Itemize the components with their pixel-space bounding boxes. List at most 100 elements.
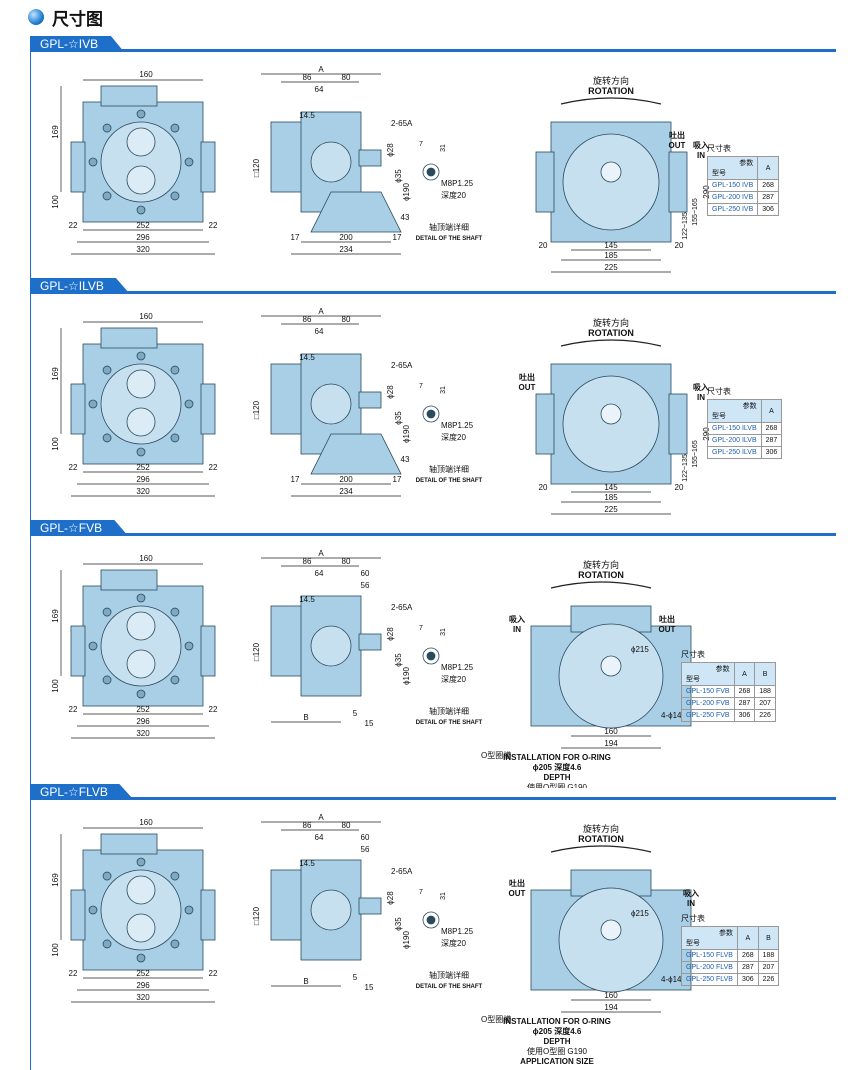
table-model-cell: GPL-250 ILVB	[707, 446, 762, 459]
table-value-cell: 287	[736, 961, 759, 974]
front-top-port	[100, 569, 158, 591]
rear-left-port	[535, 393, 555, 455]
table-model-cell: GPL-200 IVB	[706, 191, 759, 204]
front-left-port	[70, 889, 86, 941]
front-right-port	[200, 141, 216, 193]
shaft-hole	[426, 915, 436, 925]
table-model-cell: GPL-250 IVB	[706, 203, 759, 216]
dimension-label: 64	[315, 833, 324, 842]
table-value-cell: 226	[757, 973, 780, 986]
side-port-circle	[310, 383, 352, 425]
dimension-label: 296	[136, 981, 150, 990]
table-model-cell: GPL-150 IVB	[706, 179, 759, 192]
table-model-label: 型号	[712, 413, 726, 420]
dimension-label: 160	[139, 818, 153, 827]
bolt	[102, 939, 112, 949]
dimension-label: 160	[139, 70, 153, 79]
table-model-cell: GPL-200 FLVB	[681, 961, 738, 974]
bolt	[136, 447, 146, 457]
rotation-arrow-icon	[550, 581, 652, 589]
dimension-label: 22	[69, 221, 78, 230]
dimension-label: 20	[675, 483, 684, 492]
dimension-label: □120	[252, 400, 261, 419]
dimension-label: 20	[675, 241, 684, 250]
front-gear-housing	[100, 121, 182, 203]
dimension-label: ROTATION	[578, 834, 624, 844]
dimension-label: M8P1.25	[441, 927, 474, 936]
table-value-cell: 306	[733, 709, 756, 722]
dimension-label: 吐出	[509, 878, 525, 888]
dimension-label: DEPTH	[543, 1037, 570, 1046]
section-tab: GPL-☆FLVB	[30, 784, 134, 800]
dimension-label: OUT	[669, 141, 686, 150]
dimension-label: 14.5	[299, 859, 315, 868]
rotation-arrow-icon	[550, 845, 652, 853]
dimension-label-A: A	[318, 813, 324, 822]
dimension-label-B: B	[303, 713, 308, 722]
front-left-port	[70, 625, 86, 677]
dimension-label: 145	[604, 241, 618, 250]
dimension-label: DETAIL OF THE SHAFT	[416, 720, 483, 726]
side-port-circle	[310, 141, 352, 183]
table-header-corner: 参数型号	[706, 156, 759, 180]
table-column-header: B	[754, 662, 776, 686]
bolt	[136, 857, 146, 867]
dimension-label: IN	[513, 625, 521, 634]
dimension-label: DEPTH	[543, 773, 570, 782]
table-column-header: A	[733, 662, 756, 686]
dimension-label: 31	[440, 144, 447, 152]
dimension-label: 100	[51, 195, 60, 209]
dimension-label: 160	[139, 554, 153, 563]
front-left-port	[70, 383, 86, 435]
rotation-arrow-icon	[560, 97, 662, 105]
dimension-label: 20	[539, 483, 548, 492]
dimension-label: O型圈槽	[481, 750, 511, 760]
front-gear-bottom	[126, 913, 156, 943]
dimension-label: 深度20	[441, 674, 466, 684]
bullet-icon	[28, 9, 44, 25]
front-top-port	[100, 85, 158, 107]
dimension-label: 20	[539, 241, 548, 250]
dimension-label: 14.5	[299, 595, 315, 604]
bolt	[102, 871, 112, 881]
front-gear-top	[126, 369, 156, 399]
dimension-label: OUT	[509, 889, 526, 898]
dimension-label: 86	[303, 821, 312, 830]
dimension-label: 64	[315, 85, 324, 94]
dimension-label: 轴顶端详细	[429, 222, 469, 232]
bolt	[136, 593, 146, 603]
bolt	[102, 433, 112, 443]
bolt	[88, 641, 98, 651]
section-tab-bar: GPL-☆IVB	[30, 36, 836, 52]
bolt	[102, 365, 112, 375]
dimension-label: 轴顶端详细	[429, 970, 469, 980]
rear-view: 旋转方向ROTATIONϕ2154-ϕ1430吐出OUT吸入IN160194O型…	[481, 559, 706, 788]
dimension-label: ϕ215	[631, 645, 649, 654]
front-gear-bottom	[126, 407, 156, 437]
dimension-label: 225	[604, 505, 618, 514]
dimension-label: 吐出	[669, 130, 685, 140]
front-gear-top	[126, 611, 156, 641]
front-left-port	[70, 141, 86, 193]
dimension-label: 122~135	[682, 454, 689, 482]
dimension-label: 169	[51, 367, 60, 381]
dimension-label: 169	[51, 873, 60, 887]
bolt	[102, 607, 112, 617]
size-table-caption: 尺寸表	[681, 650, 705, 659]
dimension-label: 86	[303, 557, 312, 566]
dimension-label: 5	[353, 709, 358, 718]
table-column-header: A	[757, 156, 779, 180]
